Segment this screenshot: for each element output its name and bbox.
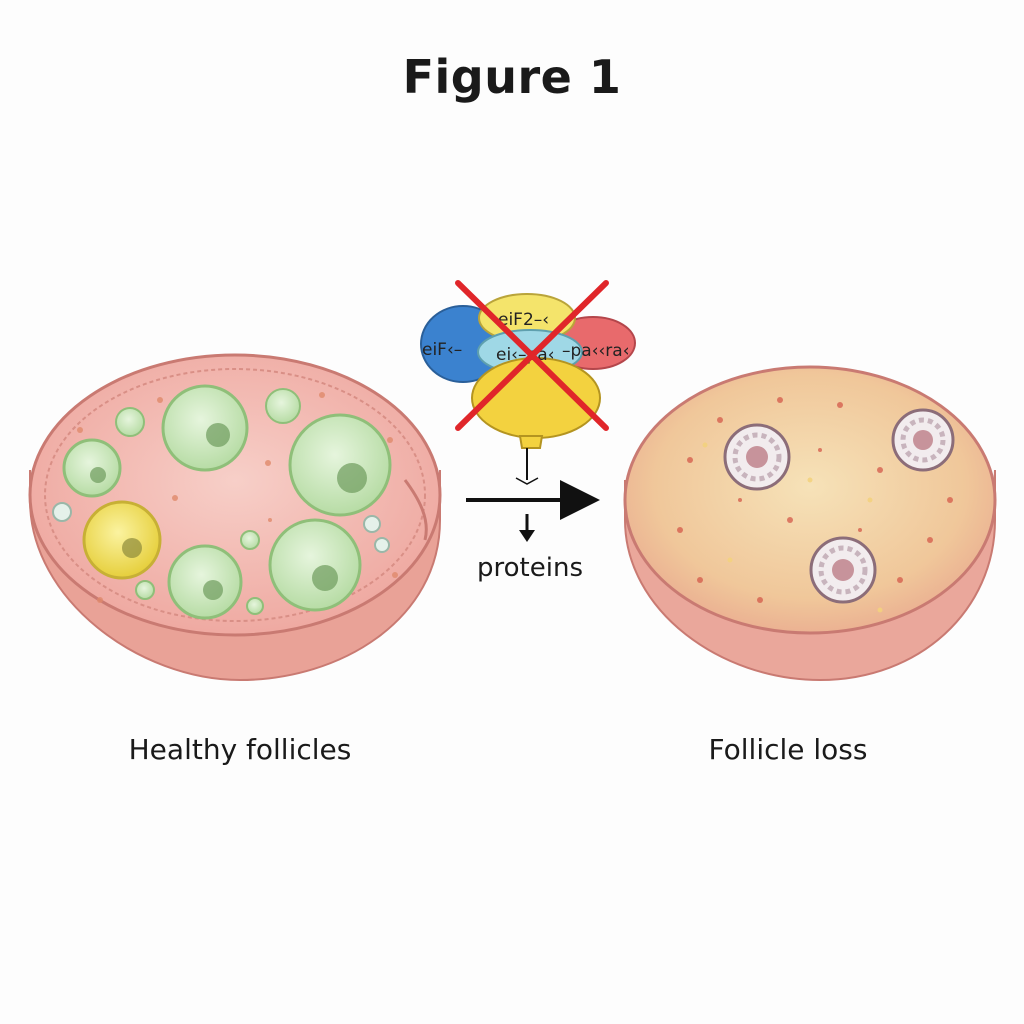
follicle-large-2 [288, 413, 392, 517]
caption-healthy: Healthy follicles [128, 733, 352, 766]
follicle-medium-2 [62, 438, 122, 498]
follicle-small-set [52, 388, 390, 615]
follicle-large-3 [268, 518, 362, 612]
damaged-ovary [623, 365, 997, 682]
complex-label-4: –pa‹‹ra‹ [562, 341, 630, 361]
pathway-arrows [466, 448, 600, 542]
caption-loss: Follicle loss [708, 733, 868, 766]
down-arrow-icon [519, 530, 535, 542]
atretic-follicle-3 [809, 536, 877, 604]
atretic-follicle-2 [891, 408, 955, 472]
healthy-ovary [28, 353, 442, 682]
complex-label-1: eiF2–‹ [498, 310, 549, 330]
proteins-label: proteins [477, 553, 583, 583]
follicle-yellow [82, 500, 162, 580]
inhibition-cross-icon [455, 280, 609, 431]
complex-label-2: eiF‹– [422, 340, 462, 360]
atretic-follicle-1 [723, 423, 791, 491]
follicle-medium-1 [167, 544, 243, 620]
figure-title: Figure 1 [402, 50, 622, 104]
stem-tick-icon [515, 477, 539, 485]
follicle-large-1 [161, 384, 249, 472]
eif2-complex: eiF2–‹ eiF‹– ei‹–pa‹ –pa‹‹ra‹ [420, 280, 636, 449]
